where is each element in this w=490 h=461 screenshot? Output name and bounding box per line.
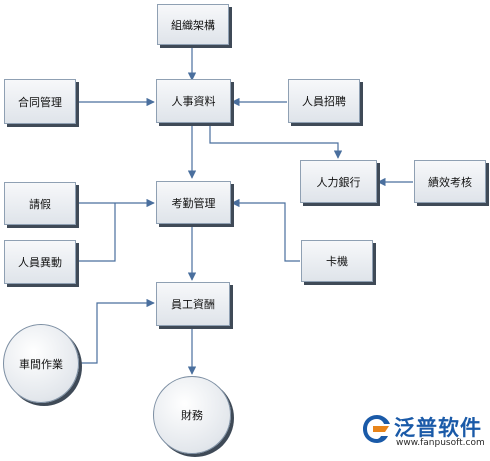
node-recruitment: 人員招聘 bbox=[288, 79, 360, 123]
node-transfer: 人員異動 bbox=[4, 240, 76, 284]
edge-transfer-to-attendance bbox=[78, 203, 116, 262]
node-personnel-data: 人事資料 bbox=[156, 79, 231, 123]
brand-watermark: 泛普软件 www.fanpusoft.com bbox=[358, 410, 486, 454]
brand-url: www.fanpusoft.com bbox=[396, 438, 485, 448]
edge-workshop-to-payroll bbox=[80, 298, 155, 364]
node-workshop: 車間作業 bbox=[3, 324, 79, 403]
edge-personnel-to-talentbank bbox=[209, 122, 343, 159]
edge-card-to-attendance bbox=[231, 198, 300, 262]
node-leave: 請假 bbox=[4, 182, 76, 225]
brand-name: 泛普软件 bbox=[394, 416, 482, 440]
node-attendance: 考勤管理 bbox=[156, 181, 231, 224]
brand-logo-icon bbox=[363, 415, 390, 443]
node-talent-bank: 人力銀行 bbox=[300, 160, 377, 203]
node-org-structure: 組織架構 bbox=[157, 4, 229, 45]
node-performance: 績效考核 bbox=[414, 160, 486, 203]
node-card-machine: 卡機 bbox=[301, 240, 373, 282]
node-contract-mgmt: 合同管理 bbox=[4, 79, 76, 124]
node-finance: 財務 bbox=[153, 376, 231, 454]
node-payroll: 員工資酬 bbox=[156, 282, 230, 326]
